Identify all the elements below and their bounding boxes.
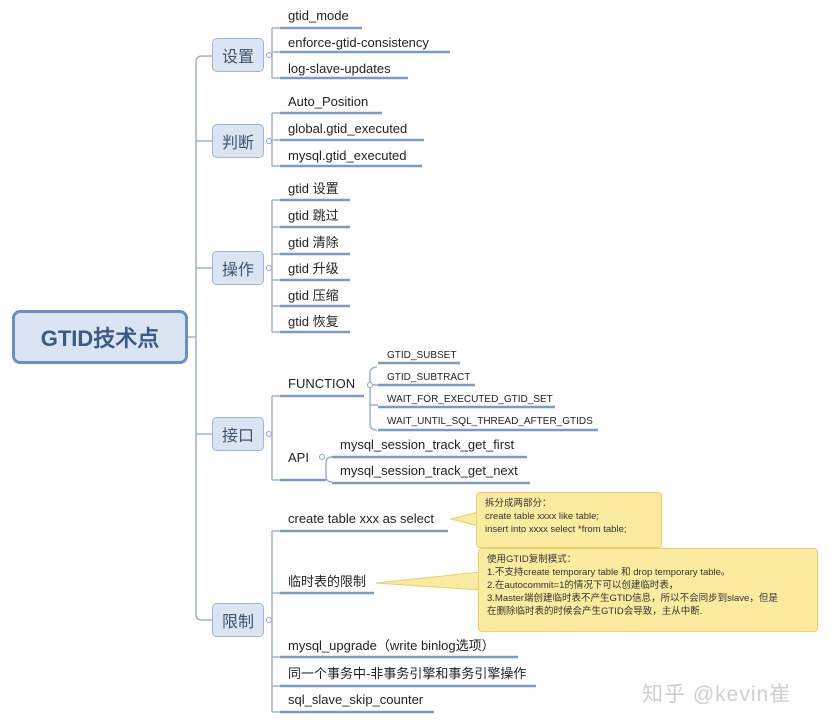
leaf-node[interactable]: enforce-gtid-consistency	[288, 35, 429, 50]
collapse-toggle-icon[interactable]	[266, 138, 272, 144]
collapse-toggle-icon[interactable]	[266, 265, 272, 271]
collapse-toggle-icon[interactable]	[319, 454, 325, 460]
note-line: 使用GTID复制模式：	[487, 554, 577, 565]
leaf-node[interactable]: gtid 设置	[288, 181, 339, 196]
leaf-node[interactable]: global.gtid_executed	[288, 121, 408, 136]
leaf-node[interactable]: mysql_upgrade（write binlog选项）	[288, 638, 495, 653]
collapse-toggle-icon[interactable]	[266, 52, 272, 58]
watermark: 知乎 @kevin崔	[642, 683, 792, 706]
note-line: 1.不支持create temporary table 和 drop tempo…	[487, 567, 731, 578]
leaf-node[interactable]: mysql.gtid_executed	[288, 148, 407, 163]
leaf-node[interactable]: WAIT_FOR_EXECUTED_GTID_SET	[387, 394, 553, 405]
note-line: 在删除临时表的时候会产生GTID会导致，主从中断.	[487, 606, 703, 617]
branch-node-interfaces[interactable]: 接口	[212, 417, 264, 451]
leaf-node[interactable]: mysql_session_track_get_first	[340, 437, 515, 452]
subgroup-node-api[interactable]: API	[288, 450, 309, 465]
leaf-node[interactable]: gtid 升级	[288, 261, 339, 276]
leaf-node[interactable]: gtid 清除	[288, 235, 339, 250]
leaf-node[interactable]: WAIT_UNTIL_SQL_THREAD_AFTER_GTIDS	[387, 416, 593, 427]
leaf-node[interactable]: GTID_SUBTRACT	[387, 372, 471, 383]
collapse-toggle-icon[interactable]	[266, 431, 272, 437]
leaf-node[interactable]: gtid 压缩	[288, 288, 339, 303]
leaf-node[interactable]: Auto_Position	[288, 94, 369, 109]
leaf-node[interactable]: 临时表的限制	[288, 574, 367, 589]
branch-node-operations[interactable]: 操作	[212, 251, 264, 285]
leaf-node[interactable]: log-slave-updates	[288, 61, 391, 76]
note-line: insert into xxxx select *from table;	[485, 524, 627, 535]
collapse-toggle-icon[interactable]	[266, 617, 272, 623]
branch-node-settings[interactable]: 设置	[212, 38, 264, 72]
leaf-node[interactable]: sql_slave_skip_counter	[288, 692, 424, 707]
leaf-node[interactable]: GTID_SUBSET	[387, 350, 457, 361]
leaf-node[interactable]: create table xxx as select	[288, 511, 434, 526]
leaf-node[interactable]: mysql_session_track_get_next	[340, 463, 518, 478]
leaf-node[interactable]: gtid_mode	[288, 8, 349, 23]
leaf-node[interactable]: gtid 恢复	[288, 314, 339, 329]
branch-node-limits[interactable]: 限制	[212, 603, 264, 637]
note-line: 3.Master端创建临时表不产生GTID信息，所以不会同步到slave，但是	[487, 593, 778, 604]
note-line: create table xxxx like table;	[485, 511, 600, 522]
note-line: 拆分成两部分：	[485, 498, 552, 509]
note-line: 2.在autocommit=1的情况下可以创建临时表，	[487, 580, 679, 591]
collapse-toggle-icon[interactable]	[367, 382, 373, 388]
subgroup-node-function[interactable]: FUNCTION	[288, 376, 356, 391]
callout-note: 使用GTID复制模式： 1.不支持create temporary table …	[478, 548, 818, 632]
leaf-node[interactable]: 同一个事务中-非事务引擎和事务引擎操作	[288, 666, 527, 681]
branch-node-judge[interactable]: 判断	[212, 124, 264, 158]
root-node[interactable]: GTID技术点	[12, 310, 188, 364]
callout-note: 拆分成两部分： create table xxxx like table; in…	[476, 492, 662, 548]
leaf-node[interactable]: gtid 跳过	[288, 208, 339, 223]
